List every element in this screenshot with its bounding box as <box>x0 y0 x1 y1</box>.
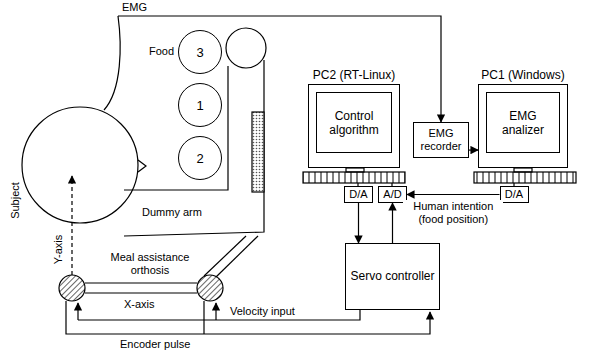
signal-arrow <box>392 203 393 243</box>
x-axis-rail <box>85 292 197 293</box>
food-circle: 1 <box>178 83 222 127</box>
monitor-stand <box>514 168 532 172</box>
subject-nose <box>138 160 146 172</box>
servo-controller-box: Servo controller <box>345 243 440 310</box>
pc-monitor: PC1 (Windows)EMG analizer <box>478 84 568 168</box>
signal-arrow <box>358 203 359 243</box>
screen-text: Control algorithm <box>317 109 391 137</box>
pc-monitor: PC2 (RT-Linux)Control algorithm <box>308 84 400 168</box>
monitor-screen: EMG analizer <box>486 92 560 153</box>
x-axis-rail <box>85 282 197 283</box>
arm-cuff <box>252 112 264 192</box>
encoder-wire <box>203 301 204 334</box>
velocity-wire <box>215 303 216 320</box>
part-name: Encoder pulse <box>120 338 190 351</box>
box-text: D/A <box>502 188 526 201</box>
signal-arrow <box>407 194 500 195</box>
orthosis-link <box>204 236 246 276</box>
part-name: Food <box>149 45 174 58</box>
part-name: Dummy arm <box>142 206 202 219</box>
food-circle: 3 <box>178 30 222 74</box>
part-name: Velocity input <box>230 305 295 318</box>
signal-arrow <box>469 149 478 150</box>
part-name: Meal assistance orthosis <box>95 251 205 277</box>
subject-body <box>22 107 138 223</box>
box-text: EMG recorder <box>414 127 468 153</box>
signal-label: Human intention (food position) <box>403 200 503 226</box>
hand-circle <box>226 28 266 68</box>
signal-name: EMG <box>122 1 147 14</box>
box-text: D/A <box>346 188 370 201</box>
converter-box: D/A <box>344 186 373 203</box>
recorder-box: EMG recorder <box>413 122 469 158</box>
food-number: 3 <box>196 46 203 59</box>
screen-text: EMG analizer <box>487 109 559 137</box>
velocity-wire <box>78 310 360 320</box>
keyboard <box>303 172 405 183</box>
food-number: 1 <box>196 99 203 112</box>
keyboard <box>474 172 576 183</box>
subject: Subject <box>4 16 140 236</box>
food-number: 2 <box>196 152 203 165</box>
monitor-stand <box>346 168 364 172</box>
y-axis-joint <box>59 275 85 301</box>
part-name: X-axis <box>124 298 155 311</box>
monitor-screen: Control algorithm <box>316 92 392 153</box>
orthosis-link <box>216 236 258 277</box>
food-circle: 2 <box>178 136 222 180</box>
subject-shoulder <box>104 16 120 110</box>
box-text: A/D <box>380 188 404 201</box>
dummy-arm-outline <box>124 60 264 236</box>
box-text: Servo controller <box>347 269 437 284</box>
pc-name: PC2 (RT-Linux) <box>299 69 409 82</box>
pc-name: PC1 (Windows) <box>469 69 577 82</box>
x-axis-joint <box>197 275 223 301</box>
part-name: Y-axis <box>52 225 65 275</box>
velocity-wire <box>77 303 78 320</box>
y-axis-line <box>71 176 72 275</box>
subject-label: Subject <box>9 176 22 226</box>
converter-box: D/A <box>500 186 529 203</box>
